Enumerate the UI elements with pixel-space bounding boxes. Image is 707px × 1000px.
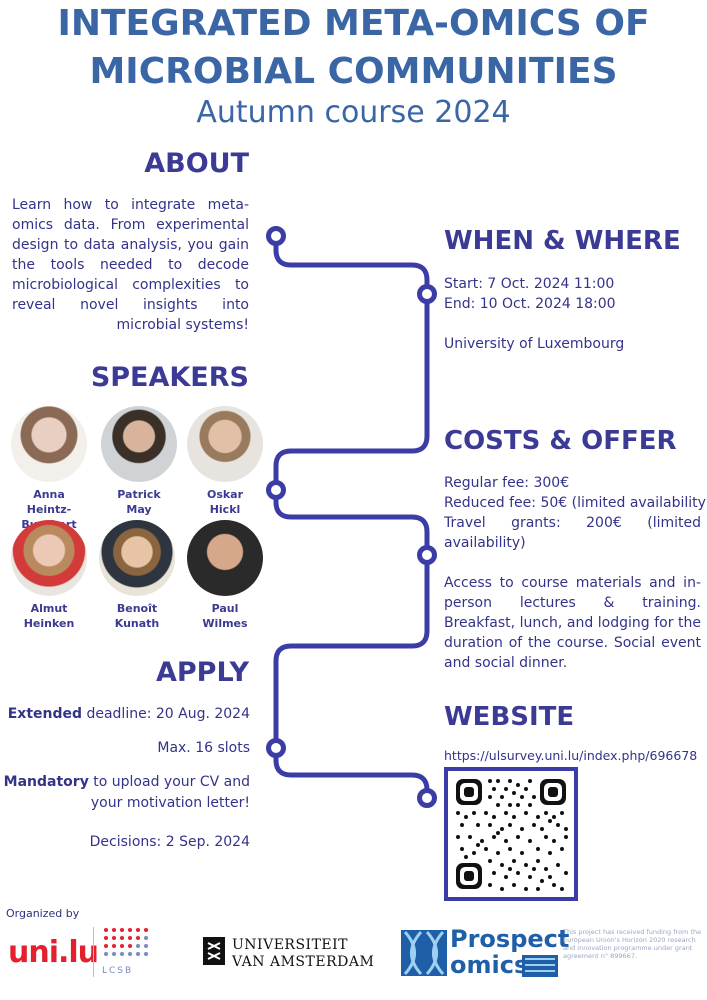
deadline: Extended deadline: 20 Aug. 2024 (7, 706, 250, 722)
avatar (187, 520, 263, 596)
when-where-heading: WHEN & WHERE (444, 226, 681, 256)
binary-badge-icon (522, 955, 558, 977)
timeline-node-apply (266, 738, 286, 758)
prospect-omics-subtitle: omics (450, 951, 529, 979)
timeline-node-when (417, 284, 437, 304)
website-url[interactable]: https://ulsurvey.uni.lu/index.php/696678 (444, 748, 698, 763)
offer-text: Access to course materials and in-person… (444, 575, 701, 671)
lcsb-dots-icon (104, 928, 148, 956)
title-line-1: INTEGRATED META-OMICS OF (57, 3, 650, 44)
speakers-heading: SPEAKERS (90, 362, 249, 393)
about-text: Learn how to integrate meta-omics data. … (12, 197, 249, 333)
title-line-2: MICROBIAL COMMUNITIES (89, 51, 618, 92)
reduced-fee: Reduced fee: 50€ (limited availability) (444, 495, 707, 511)
mandatory-line-1: Mandatory to upload your CV and (3, 774, 250, 790)
lcsb-text: LCSB (102, 966, 134, 976)
avatar (11, 520, 87, 596)
avatar (187, 406, 263, 482)
subtitle: Autumn course 2024 (196, 95, 511, 130)
location: University of Luxembourg (444, 336, 625, 352)
avatar (99, 520, 175, 596)
prospect-omics-title: Prospect (450, 925, 570, 953)
regular-fee: Regular fee: 300€ (444, 475, 570, 491)
logo-divider (93, 927, 94, 977)
timeline-nodes (266, 226, 437, 808)
decisions: Decisions: 2 Sep. 2024 (89, 834, 250, 850)
end-time: End: 10 Oct. 2024 18:00 (444, 296, 616, 312)
qr-code[interactable] (444, 767, 578, 901)
slots: Max. 16 slots (157, 740, 250, 756)
uva-crest-icon (203, 937, 225, 965)
funding-note: This project has received funding from t… (563, 928, 702, 960)
about-heading: ABOUT (144, 148, 249, 179)
travel-grants: Travel grants: 200€ (limited availabilit… (444, 515, 701, 551)
uva-name-line-2: VAN AMSTERDAM (232, 954, 375, 970)
prospect-omics-dna-icon (401, 930, 447, 976)
lcsb-logo: LCSB (102, 926, 154, 976)
start-time: Start: 7 Oct. 2024 11:00 (444, 276, 615, 292)
costs-heading: COSTS & OFFER (444, 426, 677, 456)
timeline-node-speakers (266, 480, 286, 500)
qr-code-image (456, 779, 568, 891)
website-heading: WEBSITE (444, 702, 575, 732)
unilu-logo: uni.lu (8, 935, 99, 970)
timeline-node-costs (417, 545, 437, 565)
mandatory-line-2: your motivation letter! (90, 795, 250, 811)
organized-by-label: Organized by (6, 907, 80, 920)
apply-heading: APPLY (155, 657, 249, 688)
timeline-node-website (417, 788, 437, 808)
timeline-node-about (266, 226, 286, 246)
uva-name-line-1: UNIVERSITEIT (232, 937, 348, 953)
avatar (11, 406, 87, 482)
avatar (101, 406, 177, 482)
